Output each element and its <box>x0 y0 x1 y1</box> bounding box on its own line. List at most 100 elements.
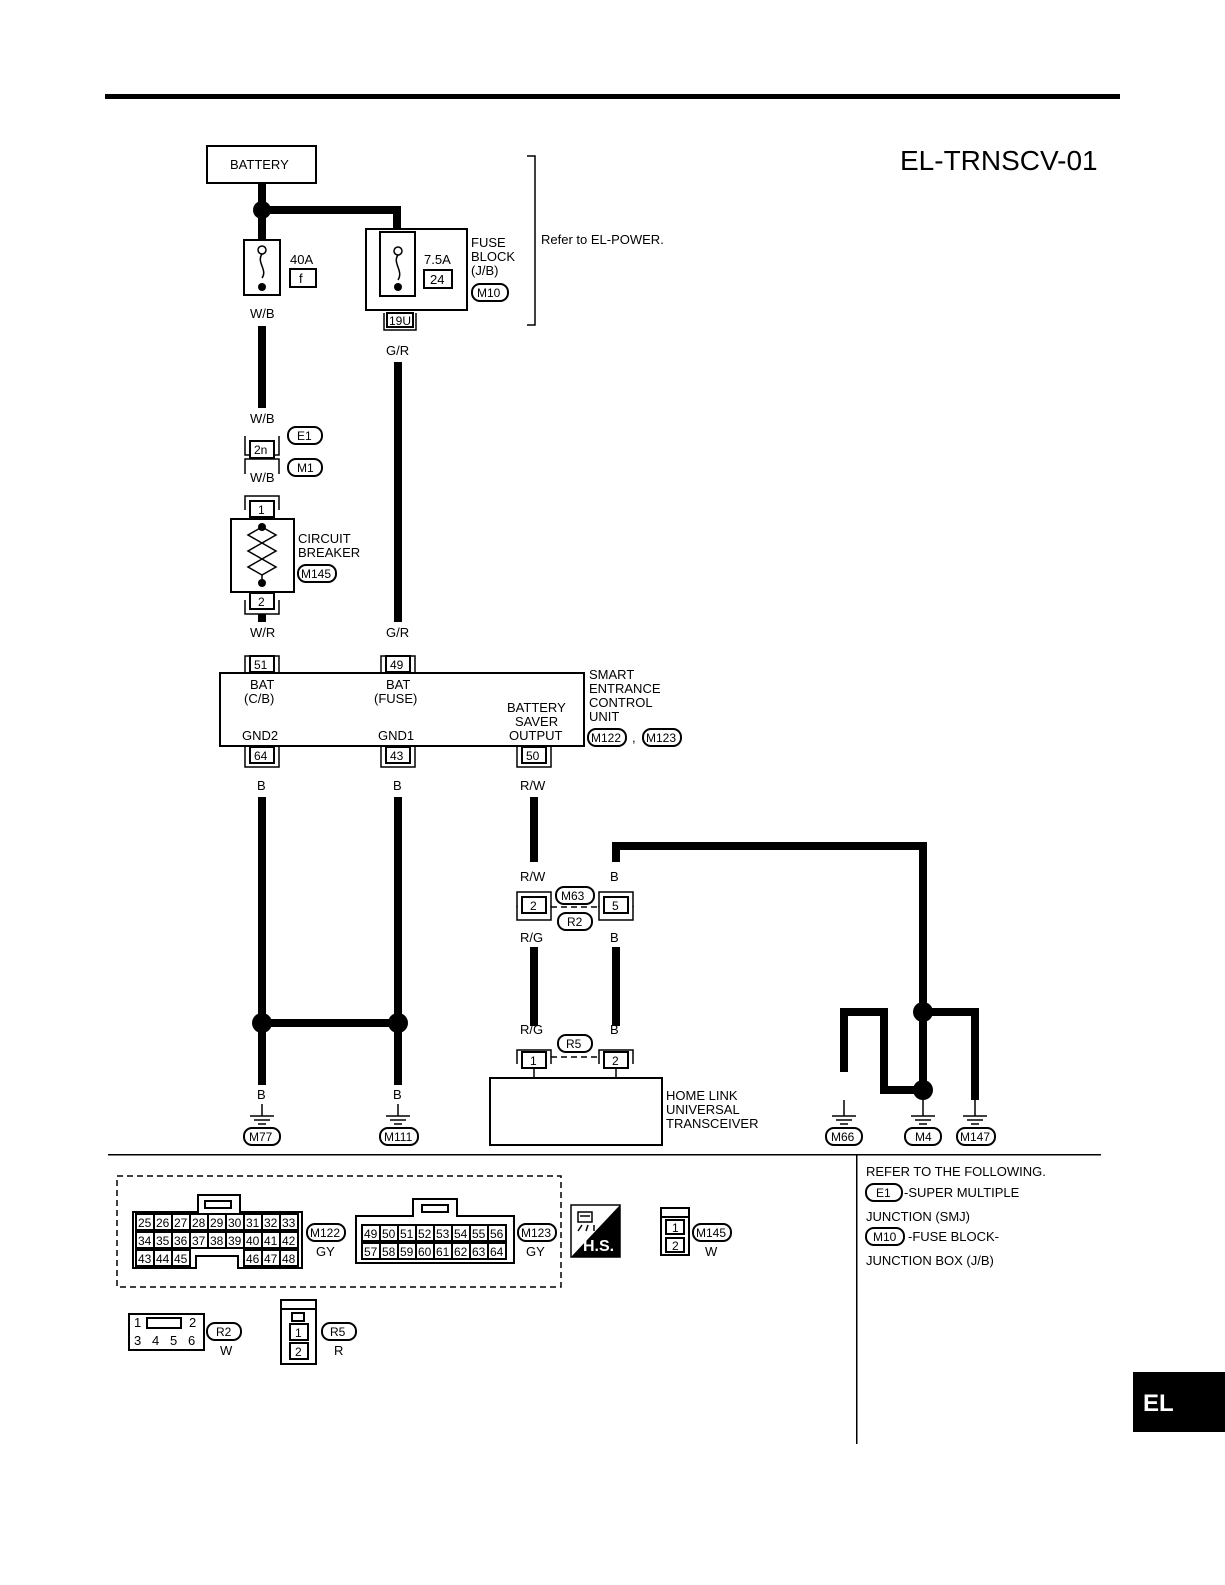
ground-m147: M147 <box>960 1130 990 1144</box>
m63-pin2-box <box>521 896 547 914</box>
pin-49: 49 <box>390 658 404 672</box>
m123-pin: 52 <box>418 1227 432 1241</box>
r2-pin: 5 <box>170 1333 177 1348</box>
m122-cavity <box>279 1249 299 1267</box>
pin-50-label-2: SAVER <box>515 714 558 729</box>
r5-view-pin-2: 2 <box>295 1345 302 1359</box>
cb-label-2: BREAKER <box>298 545 360 560</box>
m77-pill <box>243 1127 281 1146</box>
fuse-40a-rating: 40A <box>290 252 313 267</box>
homelink-label-2: UNIVERSAL <box>666 1102 740 1117</box>
wire-label-b-2: B <box>393 778 402 793</box>
ground-symbol-m77 <box>250 1104 274 1125</box>
ground-splice-top <box>913 1002 933 1022</box>
wire-label-b-1: B <box>257 778 266 793</box>
m123-cavity <box>487 1224 507 1242</box>
refer-e1-id: E1 <box>876 1186 891 1200</box>
m63-pin5-bracket-bottom <box>598 906 634 921</box>
r2-view-id: R2 <box>216 1325 232 1339</box>
m122-cavity <box>279 1231 299 1249</box>
pin-50-bracket <box>516 746 552 768</box>
m122-pin: 40 <box>246 1234 260 1248</box>
pin-51-label-1: BAT <box>250 677 274 692</box>
m122-pin: 34 <box>138 1234 152 1248</box>
r5-view-pin-1: 1 <box>295 1326 302 1340</box>
refer-e1-desc: -SUPER MULTIPLE <box>904 1185 1020 1200</box>
top-rule <box>105 94 1120 99</box>
hs-label: H.S. <box>583 1238 614 1255</box>
r2-connector: R2 <box>567 915 583 929</box>
ground-symbol-m4 <box>911 1100 935 1125</box>
pin-64: 64 <box>254 749 268 763</box>
m122-pin: 45 <box>174 1252 188 1266</box>
e1-connector: E1 <box>297 429 312 443</box>
m122-pin: 43 <box>138 1252 152 1266</box>
m123-pin: 56 <box>490 1227 504 1241</box>
m123-pin: 58 <box>382 1245 396 1259</box>
m123-pin: 63 <box>472 1245 486 1259</box>
wire-label-wb-1: W/B <box>250 306 275 321</box>
r2-pin: 4 <box>152 1333 159 1348</box>
m123-view-id: M123 <box>521 1226 551 1240</box>
fuse-7-5a-id-box <box>423 269 453 289</box>
pin-64-bracket <box>244 746 280 768</box>
secu-label-4: UNIT <box>589 709 619 724</box>
m122-pin: 46 <box>246 1252 260 1266</box>
m122-pin: 41 <box>264 1234 278 1248</box>
secu-connector-sep: , <box>632 730 636 745</box>
wire-ground-m66-m4 <box>840 1008 914 1094</box>
m122-pin: 31 <box>246 1216 260 1230</box>
connector-2n-box <box>249 440 275 459</box>
pin-50-label-1: BATTERY <box>507 700 566 715</box>
m145-view-color: W <box>705 1244 718 1259</box>
m123-pin: 62 <box>454 1245 468 1259</box>
r5-view-id: R5 <box>330 1325 346 1339</box>
wire-label-wb-2: W/B <box>250 411 275 426</box>
connector-group-frame <box>116 1175 562 1288</box>
pin-50-box <box>521 746 547 764</box>
r2-pill <box>557 912 593 931</box>
r2-view-pill <box>206 1322 242 1341</box>
diagram-code: EL-TRNSCV-01 <box>900 145 1098 176</box>
cb-pin1-bracket <box>244 495 280 510</box>
refer-m10-desc: -FUSE BLOCK- <box>908 1229 999 1244</box>
m122-pin: 28 <box>192 1216 206 1230</box>
m123-view-pill <box>517 1223 557 1242</box>
m63-pin2: 2 <box>530 899 537 913</box>
m145-view-id: M145 <box>696 1226 726 1240</box>
terminal-19u-bracket <box>383 313 417 331</box>
fuse-40a-element <box>259 253 265 279</box>
m122-pin: 29 <box>210 1216 224 1230</box>
m123-pin: 53 <box>436 1227 450 1241</box>
m122-pin: 27 <box>174 1216 188 1230</box>
m122-pin: 42 <box>282 1234 296 1248</box>
wire-label-wb-3: W/B <box>250 470 275 485</box>
wire-label-wr: W/R <box>250 625 275 640</box>
fuse-block-label-3: (J/B) <box>471 263 498 278</box>
m123-pin: 54 <box>454 1227 468 1241</box>
section-tab-label: EL <box>1143 1390 1174 1417</box>
ground-m66: M66 <box>831 1130 855 1144</box>
pin-49-label-2: (FUSE) <box>374 691 417 706</box>
ground-m111: M111 <box>384 1130 413 1144</box>
m66-pill <box>825 1127 863 1146</box>
section-tab <box>1133 1372 1225 1432</box>
secu-label-2: ENTRANCE <box>589 681 661 696</box>
secu-connector-a: M122 <box>591 731 621 745</box>
m122-cavity <box>279 1213 299 1231</box>
m147-pill <box>956 1127 996 1146</box>
fuse-7-5a-rating: 7.5A <box>424 252 451 267</box>
pin-43-box <box>385 746 411 764</box>
refer-e1-desc-2: JUNCTION (SMJ) <box>866 1209 970 1224</box>
refer-section-rule <box>856 1154 858 1444</box>
m63-connector: M63 <box>561 889 585 903</box>
pin-43: 43 <box>390 749 404 763</box>
battery-label: BATTERY <box>230 157 289 172</box>
m122-view-color: GY <box>316 1244 335 1259</box>
ground-splice-m4 <box>913 1080 933 1100</box>
pin-43-label: GND1 <box>378 728 414 743</box>
m122-pin: 44 <box>156 1252 170 1266</box>
pin-51: 51 <box>254 658 268 672</box>
